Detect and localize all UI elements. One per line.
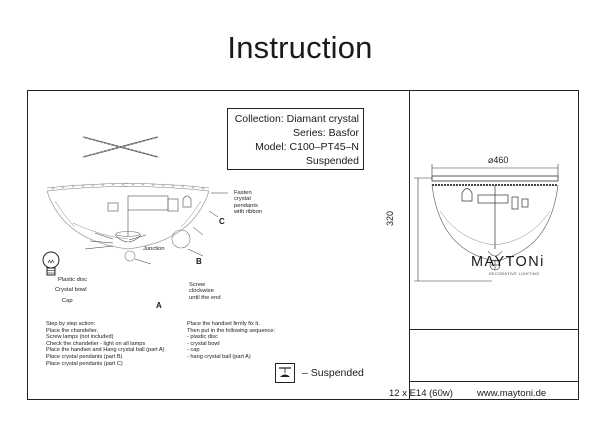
screw-detail — [171, 229, 191, 249]
fasten-label: Fasten crystal pendants with ribbon — [234, 190, 263, 216]
hanging-ball — [487, 250, 503, 271]
part-c-label: C — [219, 217, 225, 226]
legend-text: – Suspended — [302, 367, 364, 379]
steps-right: Place the handset firmly fix it. Then pu… — [187, 321, 276, 360]
brand-logo: MAYTONi — [471, 254, 545, 270]
part-b-label: B — [196, 257, 202, 266]
crossbar-holder — [82, 136, 159, 158]
column-divider — [409, 91, 410, 399]
type-text: Suspended — [305, 155, 359, 167]
footer-divider — [409, 381, 579, 382]
model-text: Model: C100–PT45–N — [255, 141, 359, 153]
lamp-spec: 12 x E14 (60w) — [389, 388, 453, 399]
dimension-drawing — [414, 164, 559, 282]
row-divider — [409, 329, 579, 330]
cap-label: Cap — [62, 298, 73, 304]
assembly-drawing — [46, 136, 228, 265]
glass-bowl — [46, 190, 210, 250]
screw-label: Screw clockwise until the end — [189, 282, 221, 301]
crystal-ball — [124, 250, 136, 262]
collection-text: Collection: Diamant crystal — [234, 113, 359, 125]
series-text: Series: Basfor — [293, 127, 359, 139]
leader-lines — [84, 192, 228, 265]
instruction-frame: Collection: Diamant crystal Series: Basf… — [27, 90, 579, 400]
crystal-pendants — [54, 200, 202, 240]
steps-left: Step by step action: Place the chandelie… — [46, 321, 165, 367]
crystal-bowl-label: Crystal bowl — [55, 287, 87, 293]
junction-label: Junction — [143, 246, 165, 252]
suspended-mount-icon — [275, 363, 295, 383]
ceiling-plate — [431, 175, 559, 182]
legend-suspended: – Suspended — [275, 363, 385, 385]
light-bulb-icon — [42, 251, 60, 276]
product-info-box: Collection: Diamant crystal Series: Basf… — [227, 108, 364, 170]
part-a-label: A — [156, 301, 162, 310]
lamp-sockets — [107, 195, 192, 236]
brand-tagline: DECORATIVE LIGHTING — [489, 272, 540, 276]
page-title: Instruction — [227, 30, 373, 65]
website-text: www.maytoni.de — [477, 388, 547, 399]
plastic-disc-label: Plastic disc — [58, 277, 87, 283]
rim-beads — [51, 182, 205, 190]
height-label: 320 — [385, 210, 395, 226]
crystal-rim — [46, 183, 210, 192]
diameter-label: ⌀460 — [488, 155, 509, 165]
